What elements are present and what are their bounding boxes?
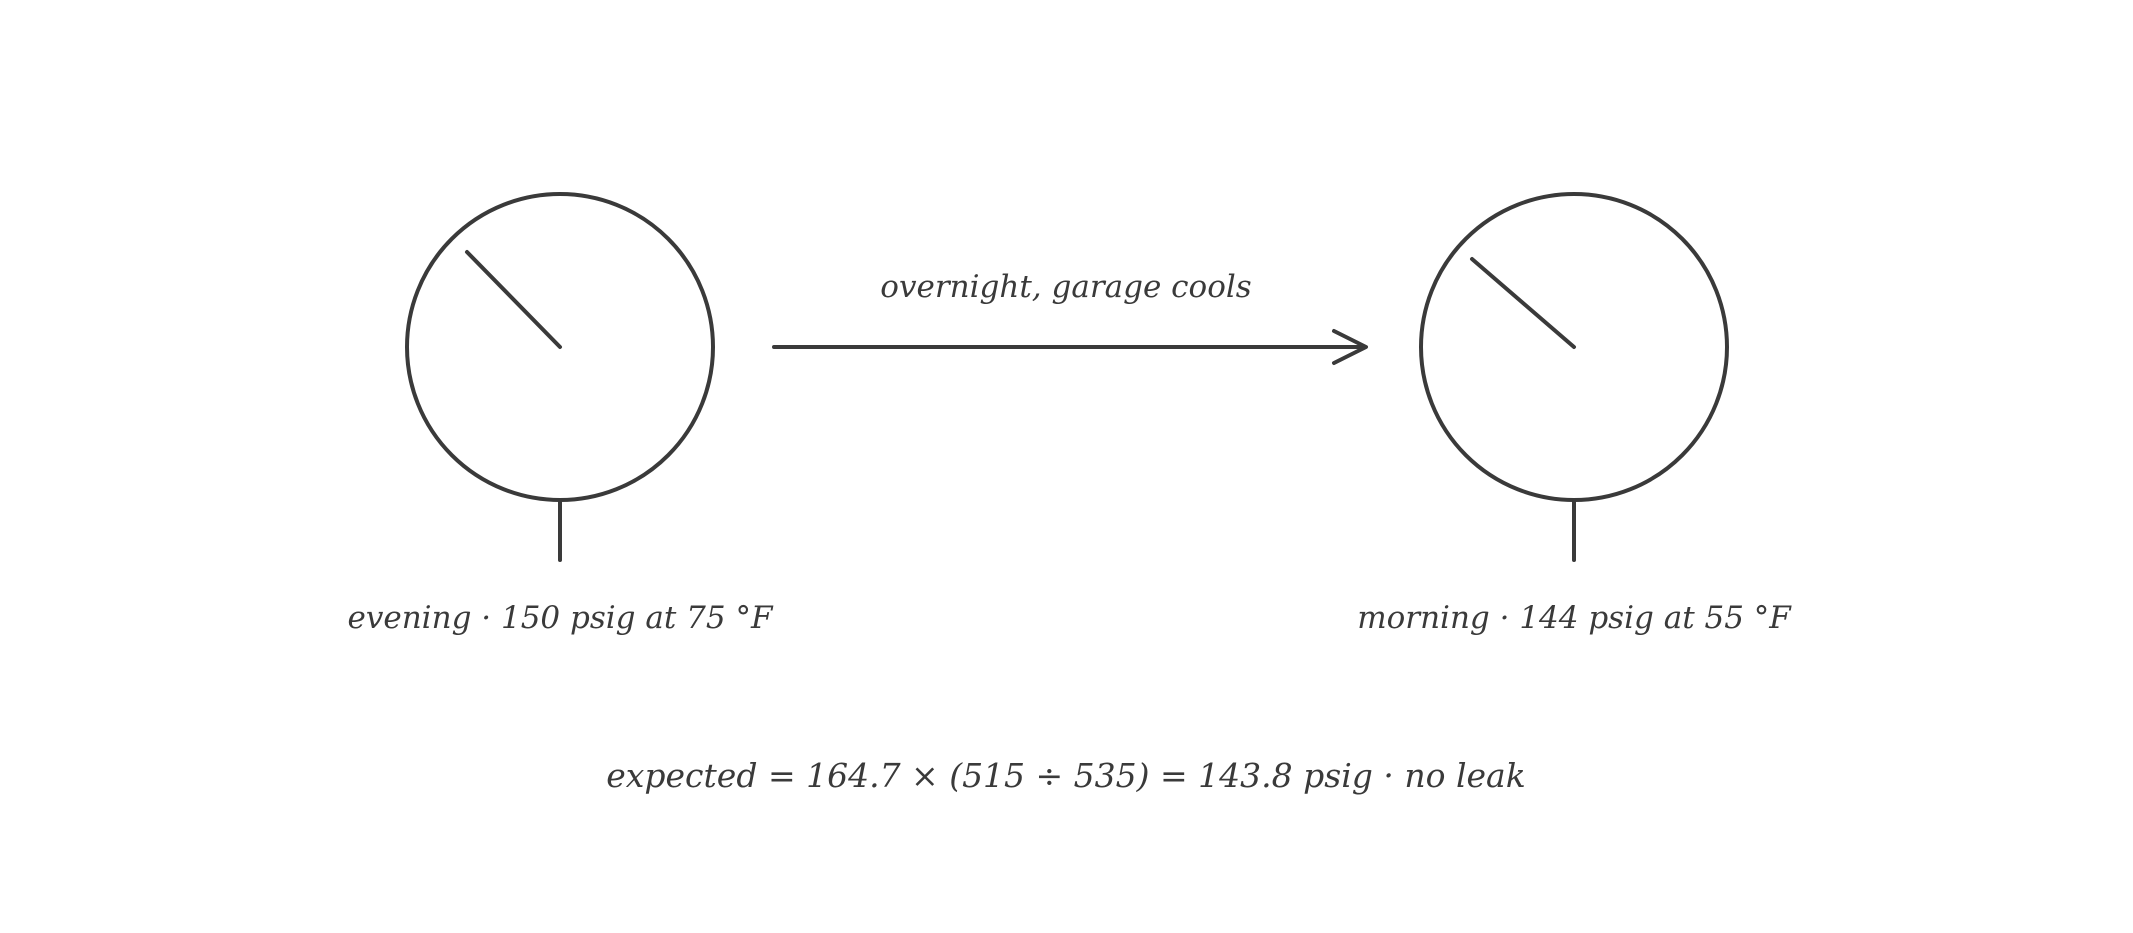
evening-gauge-needle bbox=[465, 250, 562, 349]
arrow-right-icon bbox=[1332, 329, 1368, 365]
morning-gauge-needle bbox=[1470, 257, 1576, 349]
expected-pressure-formula: expected = 164.7 × (515 ÷ 535) = 143.8 p… bbox=[606, 756, 1525, 795]
evening-gauge bbox=[405, 192, 715, 562]
evening-gauge-label: evening · 150 psig at 75 °F bbox=[348, 600, 774, 636]
arrow-label: overnight, garage cools bbox=[880, 269, 1251, 305]
overnight-arrow bbox=[772, 329, 1368, 365]
morning-gauge bbox=[1419, 192, 1729, 562]
morning-gauge-label: morning · 144 psig at 55 °F bbox=[1357, 600, 1792, 636]
